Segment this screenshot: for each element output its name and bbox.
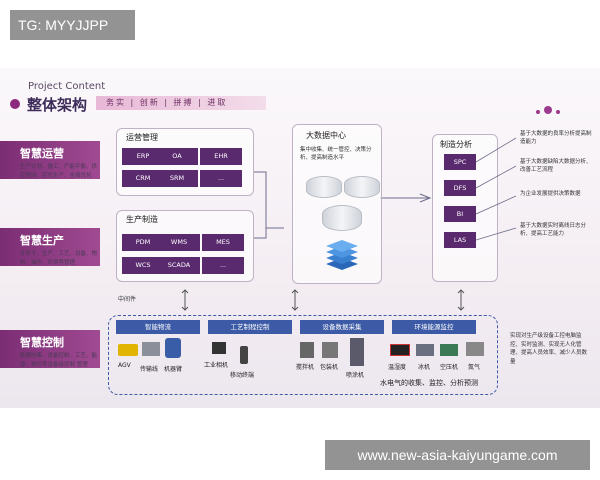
slogan-banner: 务实 | 创新 | 拼搏 | 进取 xyxy=(96,96,266,110)
module-more: ... xyxy=(202,257,244,274)
side-title: 智慧运营 xyxy=(20,145,64,161)
thermo-icon xyxy=(390,344,410,356)
chiller-icon xyxy=(416,344,434,356)
production-title: 生产制造 xyxy=(126,214,158,225)
eq-label: 工业相机 xyxy=(204,360,228,369)
env-note: 水电气的收集、监控、分析预测 xyxy=(380,378,478,388)
module-oa: OA xyxy=(156,148,198,165)
updown-arrow-icon xyxy=(456,288,466,312)
decorative-dots-icon xyxy=(536,99,564,118)
page-title: 整体架构 xyxy=(27,94,87,115)
module-mes: MES xyxy=(202,234,244,251)
bar-process-control: 工艺制程控制 xyxy=(208,320,292,334)
watermark-top: TG: MYYJJPP xyxy=(10,10,135,40)
analysis-desc-bi: 为企业发展提供决策数据 xyxy=(520,190,592,198)
compressor-icon xyxy=(440,344,458,356)
control-right-desc: 实现对生产级设备工控电脑监控、实时监测、实现无人化管理、提高人员效率、减少人员数… xyxy=(510,332,592,366)
eq-label: 传输线 xyxy=(140,364,158,373)
module-bi: BI xyxy=(444,206,476,222)
module-dfs: DFS xyxy=(444,180,476,196)
bar-logistics: 智能物流 xyxy=(116,320,200,334)
nitrogen-icon xyxy=(466,342,484,356)
analysis-desc-las: 基于大数据实时离线日志分析、提高工艺能力 xyxy=(520,222,592,238)
mobile-terminal-icon xyxy=(240,346,248,364)
robot-arm-icon xyxy=(165,338,181,358)
watermark-bottom: www.new-asia-kaiyungame.com xyxy=(325,440,590,470)
title-bullet-icon xyxy=(10,99,20,109)
side-title: 智慧控制 xyxy=(20,334,64,350)
module-srm: SRM xyxy=(156,170,198,187)
bigdata-desc: 集中收集、统一管控、决策分析、提高制造水平 xyxy=(300,146,378,162)
module-las: LAS xyxy=(444,232,476,248)
database-icon xyxy=(306,176,342,198)
middleware-label: 中间件 xyxy=(118,294,136,303)
eq-label: 空压机 xyxy=(440,362,458,371)
bigdata-title: 大数据中心 xyxy=(306,130,346,141)
header-english: Project Content xyxy=(28,81,105,92)
camera-icon xyxy=(212,342,226,354)
module-more: ... xyxy=(200,170,242,187)
module-wms: WMS xyxy=(158,234,200,251)
updown-arrow-icon xyxy=(180,288,190,312)
bar-environment: 环境能源监控 xyxy=(392,320,476,334)
eq-label: 温湿度 xyxy=(388,362,406,371)
side-title: 智慧生产 xyxy=(20,232,64,248)
analysis-desc-spc: 基于大数据的良率分析提高制造能力 xyxy=(520,130,592,146)
side-desc-production: 任务令、生产、工艺、设备、物料、操作、环境等管理 xyxy=(20,250,102,268)
data-layers-icon xyxy=(322,238,362,274)
side-desc-control: 数据收集、设备控制、工艺、能源、预形等设备级控制 管理 xyxy=(20,352,102,370)
packager-icon xyxy=(322,342,338,358)
eq-label: 氮气 xyxy=(468,362,480,371)
eq-label: 机器臂 xyxy=(164,364,182,373)
updown-arrow-icon xyxy=(290,288,300,312)
agv-icon xyxy=(118,344,138,356)
analysis-desc-dfs: 基于大数据缺陷大数据分析、改善工艺流程 xyxy=(520,158,592,174)
eq-label: 喷涂机 xyxy=(346,370,364,379)
analysis-connectors xyxy=(476,130,521,250)
side-desc-operations: 生产计划、施工、产能平衡、供应预测、控优生产、全局优化 xyxy=(20,163,102,181)
eq-label: AGV xyxy=(118,362,131,369)
module-ehr: EHR xyxy=(200,148,242,165)
analysis-title: 制造分析 xyxy=(440,139,472,150)
conveyor-icon xyxy=(142,342,160,356)
eq-label: 搅拌机 xyxy=(296,362,314,371)
bar-data-collection: 设备数据采集 xyxy=(300,320,384,334)
module-scada: SCADA xyxy=(158,257,200,274)
database-icon xyxy=(322,205,362,231)
operations-title: 运营管理 xyxy=(126,132,158,143)
mixer-icon xyxy=(300,342,314,358)
module-spc: SPC xyxy=(444,154,476,170)
eq-label: 包装机 xyxy=(320,362,338,371)
database-icon xyxy=(344,176,380,198)
sprayer-icon xyxy=(350,338,364,366)
eq-label: 移动终端 xyxy=(230,370,254,379)
eq-label: 冰机 xyxy=(418,362,430,371)
